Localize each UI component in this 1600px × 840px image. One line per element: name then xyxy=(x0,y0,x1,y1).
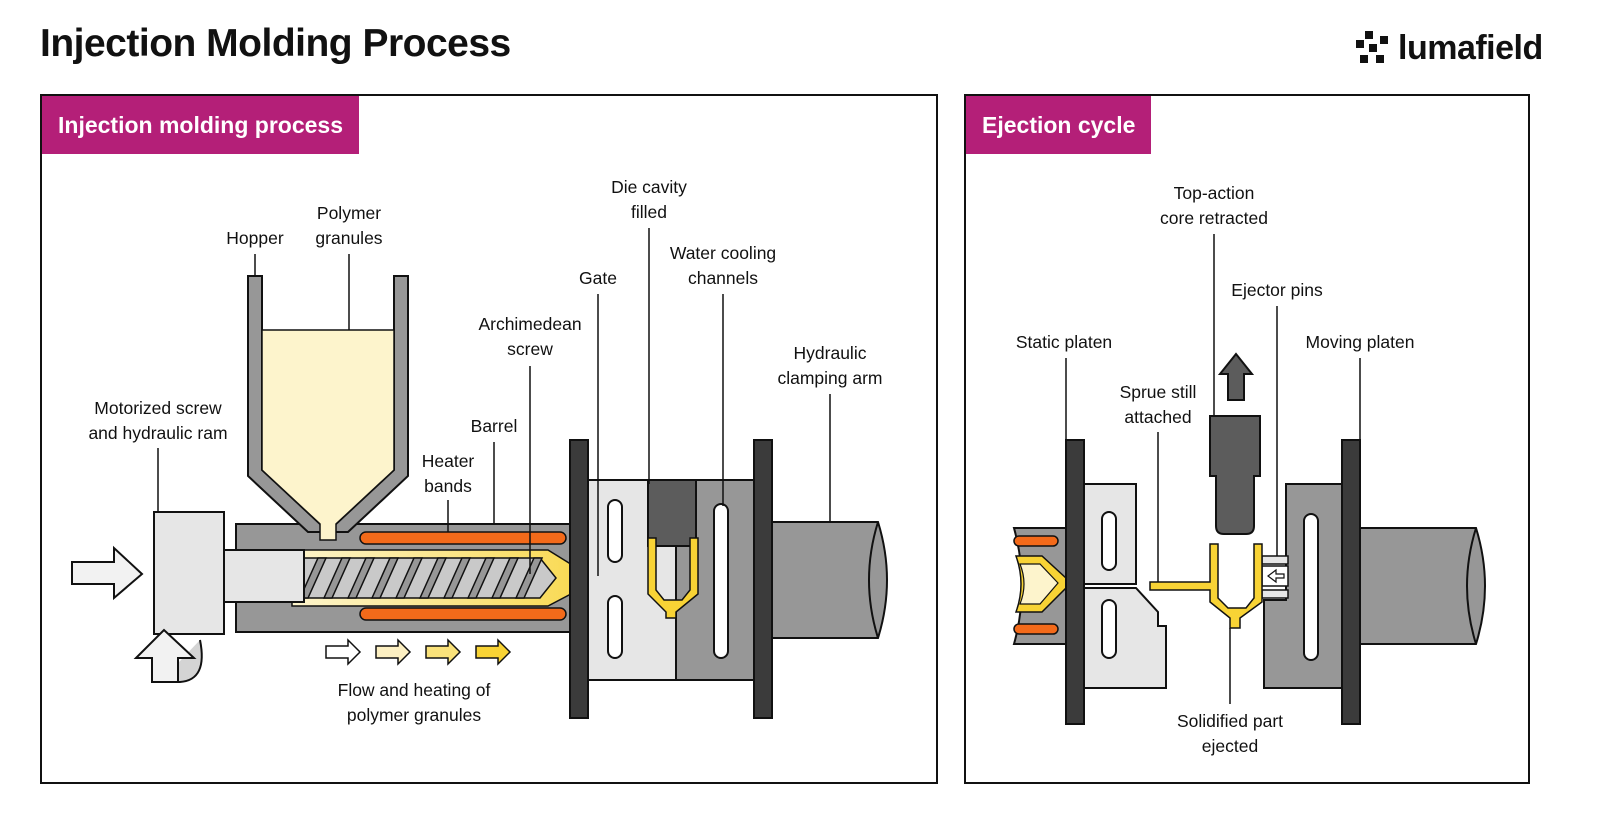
label-ejector-pins: Ejector pins xyxy=(1231,280,1323,300)
moving-platen-left xyxy=(753,439,773,719)
label-top-action-2: core retracted xyxy=(1160,208,1268,228)
label-sprue-1: Sprue still xyxy=(1120,382,1197,402)
label-water-cooling-1: Water cooling xyxy=(670,243,776,263)
label-archimedean-2: screw xyxy=(507,339,553,359)
hopper xyxy=(247,275,409,541)
core-retract-arrow-icon xyxy=(1217,352,1255,401)
label-static-platen: Static platen xyxy=(1016,332,1112,352)
die-cavity-part xyxy=(647,537,699,619)
label-gate: Gate xyxy=(579,268,617,288)
label-solidified-1: Solidified part xyxy=(1177,711,1283,731)
label-heater-2: bands xyxy=(424,476,472,496)
heater-band-bottom xyxy=(359,607,567,621)
label-die-cavity-2: filled xyxy=(631,202,667,222)
label-die-cavity-1: Die cavity xyxy=(611,177,687,197)
label-hopper: Hopper xyxy=(226,228,284,248)
label-polymer-granules-2: granules xyxy=(315,228,382,248)
leader-lines-left xyxy=(157,228,831,576)
leader-lines-right xyxy=(1065,234,1361,704)
cooling-channel-right xyxy=(1101,599,1117,659)
label-sprue-2: attached xyxy=(1124,407,1191,427)
moving-clamping-arm xyxy=(1359,527,1486,645)
label-moving-platen: Moving platen xyxy=(1306,332,1415,352)
lumafield-logo-icon xyxy=(1356,31,1388,63)
polymer-granules xyxy=(261,329,395,541)
label-top-action-1: Top-action xyxy=(1174,183,1255,203)
solidified-part xyxy=(1149,543,1263,629)
label-motorized-1: Motorized screw xyxy=(94,398,222,418)
flow-arrow-2-icon xyxy=(375,638,412,666)
label-barrel: Barrel xyxy=(471,416,518,436)
hydraulic-clamping-arm xyxy=(769,521,888,639)
heater-band-bottom-right xyxy=(1013,623,1059,635)
static-platen xyxy=(1065,439,1085,725)
cooling-channel xyxy=(607,595,623,659)
ejector-pins xyxy=(1261,555,1289,599)
label-hydraulic-2: clamping arm xyxy=(777,368,882,388)
cooling-channel xyxy=(607,499,623,563)
heater-band-top xyxy=(359,531,567,545)
motorized-ram-box xyxy=(153,511,225,635)
heater-band-top-right xyxy=(1013,535,1059,547)
flow-arrow-4-icon xyxy=(475,638,512,666)
label-flow-2: polymer granules xyxy=(347,705,481,725)
stationary-platen xyxy=(569,439,589,719)
label-polymer-granules-1: Polymer xyxy=(317,203,381,223)
page-title: Injection Molding Process xyxy=(40,22,511,65)
label-flow-1: Flow and heating of xyxy=(338,680,491,700)
label-archimedean-1: Archimedean xyxy=(478,314,581,334)
die-core xyxy=(647,479,697,547)
cooling-channel-right xyxy=(1303,513,1319,661)
flow-arrows xyxy=(325,638,512,666)
ejection-cycle-panel-title: Ejection cycle xyxy=(966,96,1152,154)
label-motorized-2: and hydraulic ram xyxy=(88,423,227,443)
ejector-arrow-icon xyxy=(1267,568,1285,584)
flow-arrow-1-icon xyxy=(325,638,362,666)
nozzle-core xyxy=(1019,563,1059,605)
archimedean-screw xyxy=(295,557,557,599)
label-hydraulic-1: Hydraulic xyxy=(794,343,867,363)
brand-name: lumafield xyxy=(1398,28,1543,67)
fixed-die-lower xyxy=(1083,587,1167,689)
cooling-channel-right xyxy=(1101,511,1117,571)
top-action-core xyxy=(1209,415,1261,535)
ram-shaft xyxy=(223,549,305,603)
label-solidified-2: ejected xyxy=(1202,736,1258,756)
brand-logo: lumafield xyxy=(1356,28,1543,68)
cooling-channel xyxy=(713,503,729,659)
rotation-arrow-icon xyxy=(133,628,203,683)
injection-process-panel-title: Injection molding process xyxy=(42,96,359,154)
label-heater-1: Heater xyxy=(422,451,475,471)
flow-arrow-3-icon xyxy=(425,638,462,666)
moving-platen xyxy=(1341,439,1361,725)
label-water-cooling-2: channels xyxy=(688,268,758,288)
input-arrow-icon xyxy=(71,545,144,601)
